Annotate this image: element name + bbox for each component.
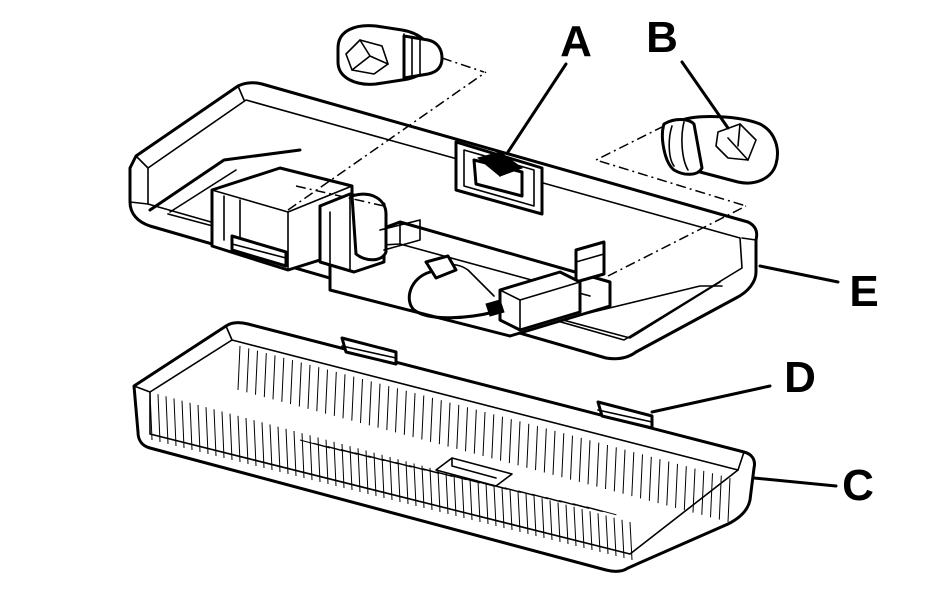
bulb-left <box>336 24 485 86</box>
lens-ribs <box>149 345 731 561</box>
leader-line-a <box>506 62 568 154</box>
leader-line-b <box>680 60 730 130</box>
leader-line-d <box>650 384 772 414</box>
callout-label-b: B <box>646 13 678 62</box>
leader-lines <box>506 60 840 488</box>
bulb-right <box>593 115 779 207</box>
callout-label-a: A <box>560 17 592 66</box>
callout-label-d: D <box>784 353 816 402</box>
lamp-housing <box>128 71 759 361</box>
leader-line-c <box>752 476 838 488</box>
lamp-lens <box>132 321 756 573</box>
leader-line-e <box>758 264 840 284</box>
callout-label-c: C <box>842 461 874 510</box>
callout-label-e: E <box>849 267 878 316</box>
